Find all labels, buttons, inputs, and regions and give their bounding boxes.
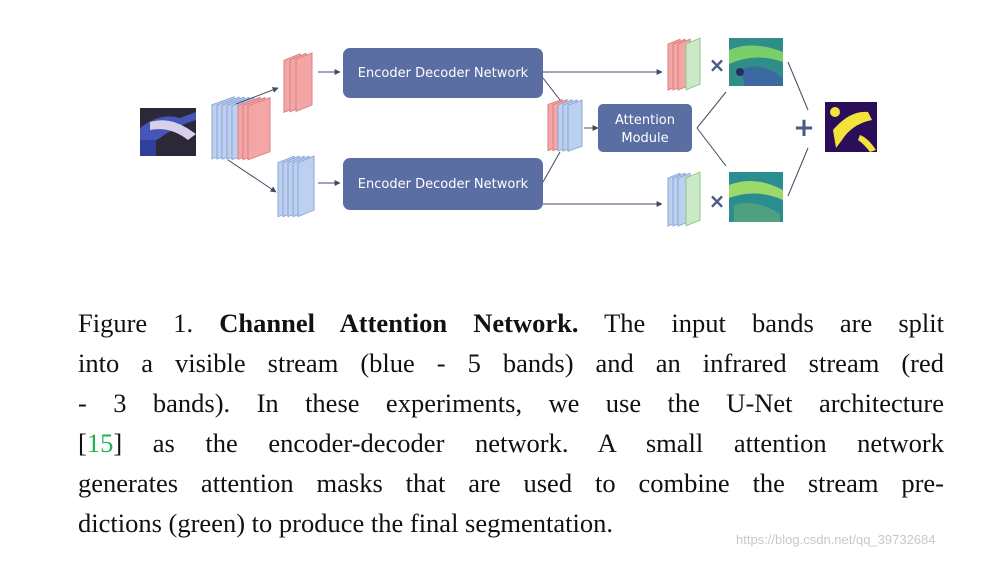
caption-line-3: - 3 bands). In these experiments, we use… <box>78 388 944 418</box>
svg-text:Encoder Decoder Network: Encoder Decoder Network <box>358 66 529 81</box>
input-image <box>140 108 196 156</box>
attention-mask-top <box>729 38 783 86</box>
figure-title: Channel Attention Network. <box>219 308 579 338</box>
figure-caption: Figure 1. Channel Attention Network. The… <box>78 303 944 543</box>
caption-line-1: Figure 1. Channel Attention Network. The… <box>78 303 944 343</box>
caption-line-1-rest: The input bands are split <box>578 308 944 338</box>
attention-input-stack <box>547 98 583 152</box>
encoder-decoder-box-top: Encoder Decoder Network <box>343 48 543 98</box>
visible-prediction-stack <box>667 171 701 227</box>
caption-line-4-rest: ] as the encoder-decoder network. A smal… <box>113 428 944 458</box>
caption-line-4: [15] as the encoder-decoder network. A s… <box>78 423 944 463</box>
encoder-decoder-box-bottom: Encoder Decoder Network <box>343 158 543 210</box>
caption-line-2: into a visible stream (blue - 5 bands) a… <box>78 348 944 378</box>
attention-mask-bottom <box>729 172 783 222</box>
multiply-symbol-top: × <box>709 53 726 77</box>
infrared-band-stack <box>283 52 313 113</box>
plus-symbol: + <box>793 113 815 143</box>
citation-open: [ <box>78 428 87 458</box>
svg-text:Module: Module <box>621 131 668 146</box>
input-band-stack <box>211 96 271 161</box>
svg-text:Attention: Attention <box>615 113 675 128</box>
visible-band-stack <box>277 155 315 218</box>
watermark: https://blog.csdn.net/qq_39732684 <box>736 532 936 547</box>
attention-module-box: Attention Module <box>598 104 692 152</box>
caption-line-6: dictions (green) to produce the final se… <box>78 508 613 538</box>
infrared-prediction-stack <box>667 37 701 91</box>
final-segmentation-image <box>825 102 877 152</box>
figure-label: Figure 1. <box>78 308 220 338</box>
caption-line-5: generates attention masks that are used … <box>78 468 944 498</box>
multiply-symbol-bottom: × <box>709 189 726 213</box>
citation-link[interactable]: 15 <box>86 428 114 458</box>
figure-diagram: Encoder Decoder Network Encoder Decoder … <box>140 37 877 227</box>
svg-text:Encoder Decoder Network: Encoder Decoder Network <box>358 177 529 192</box>
